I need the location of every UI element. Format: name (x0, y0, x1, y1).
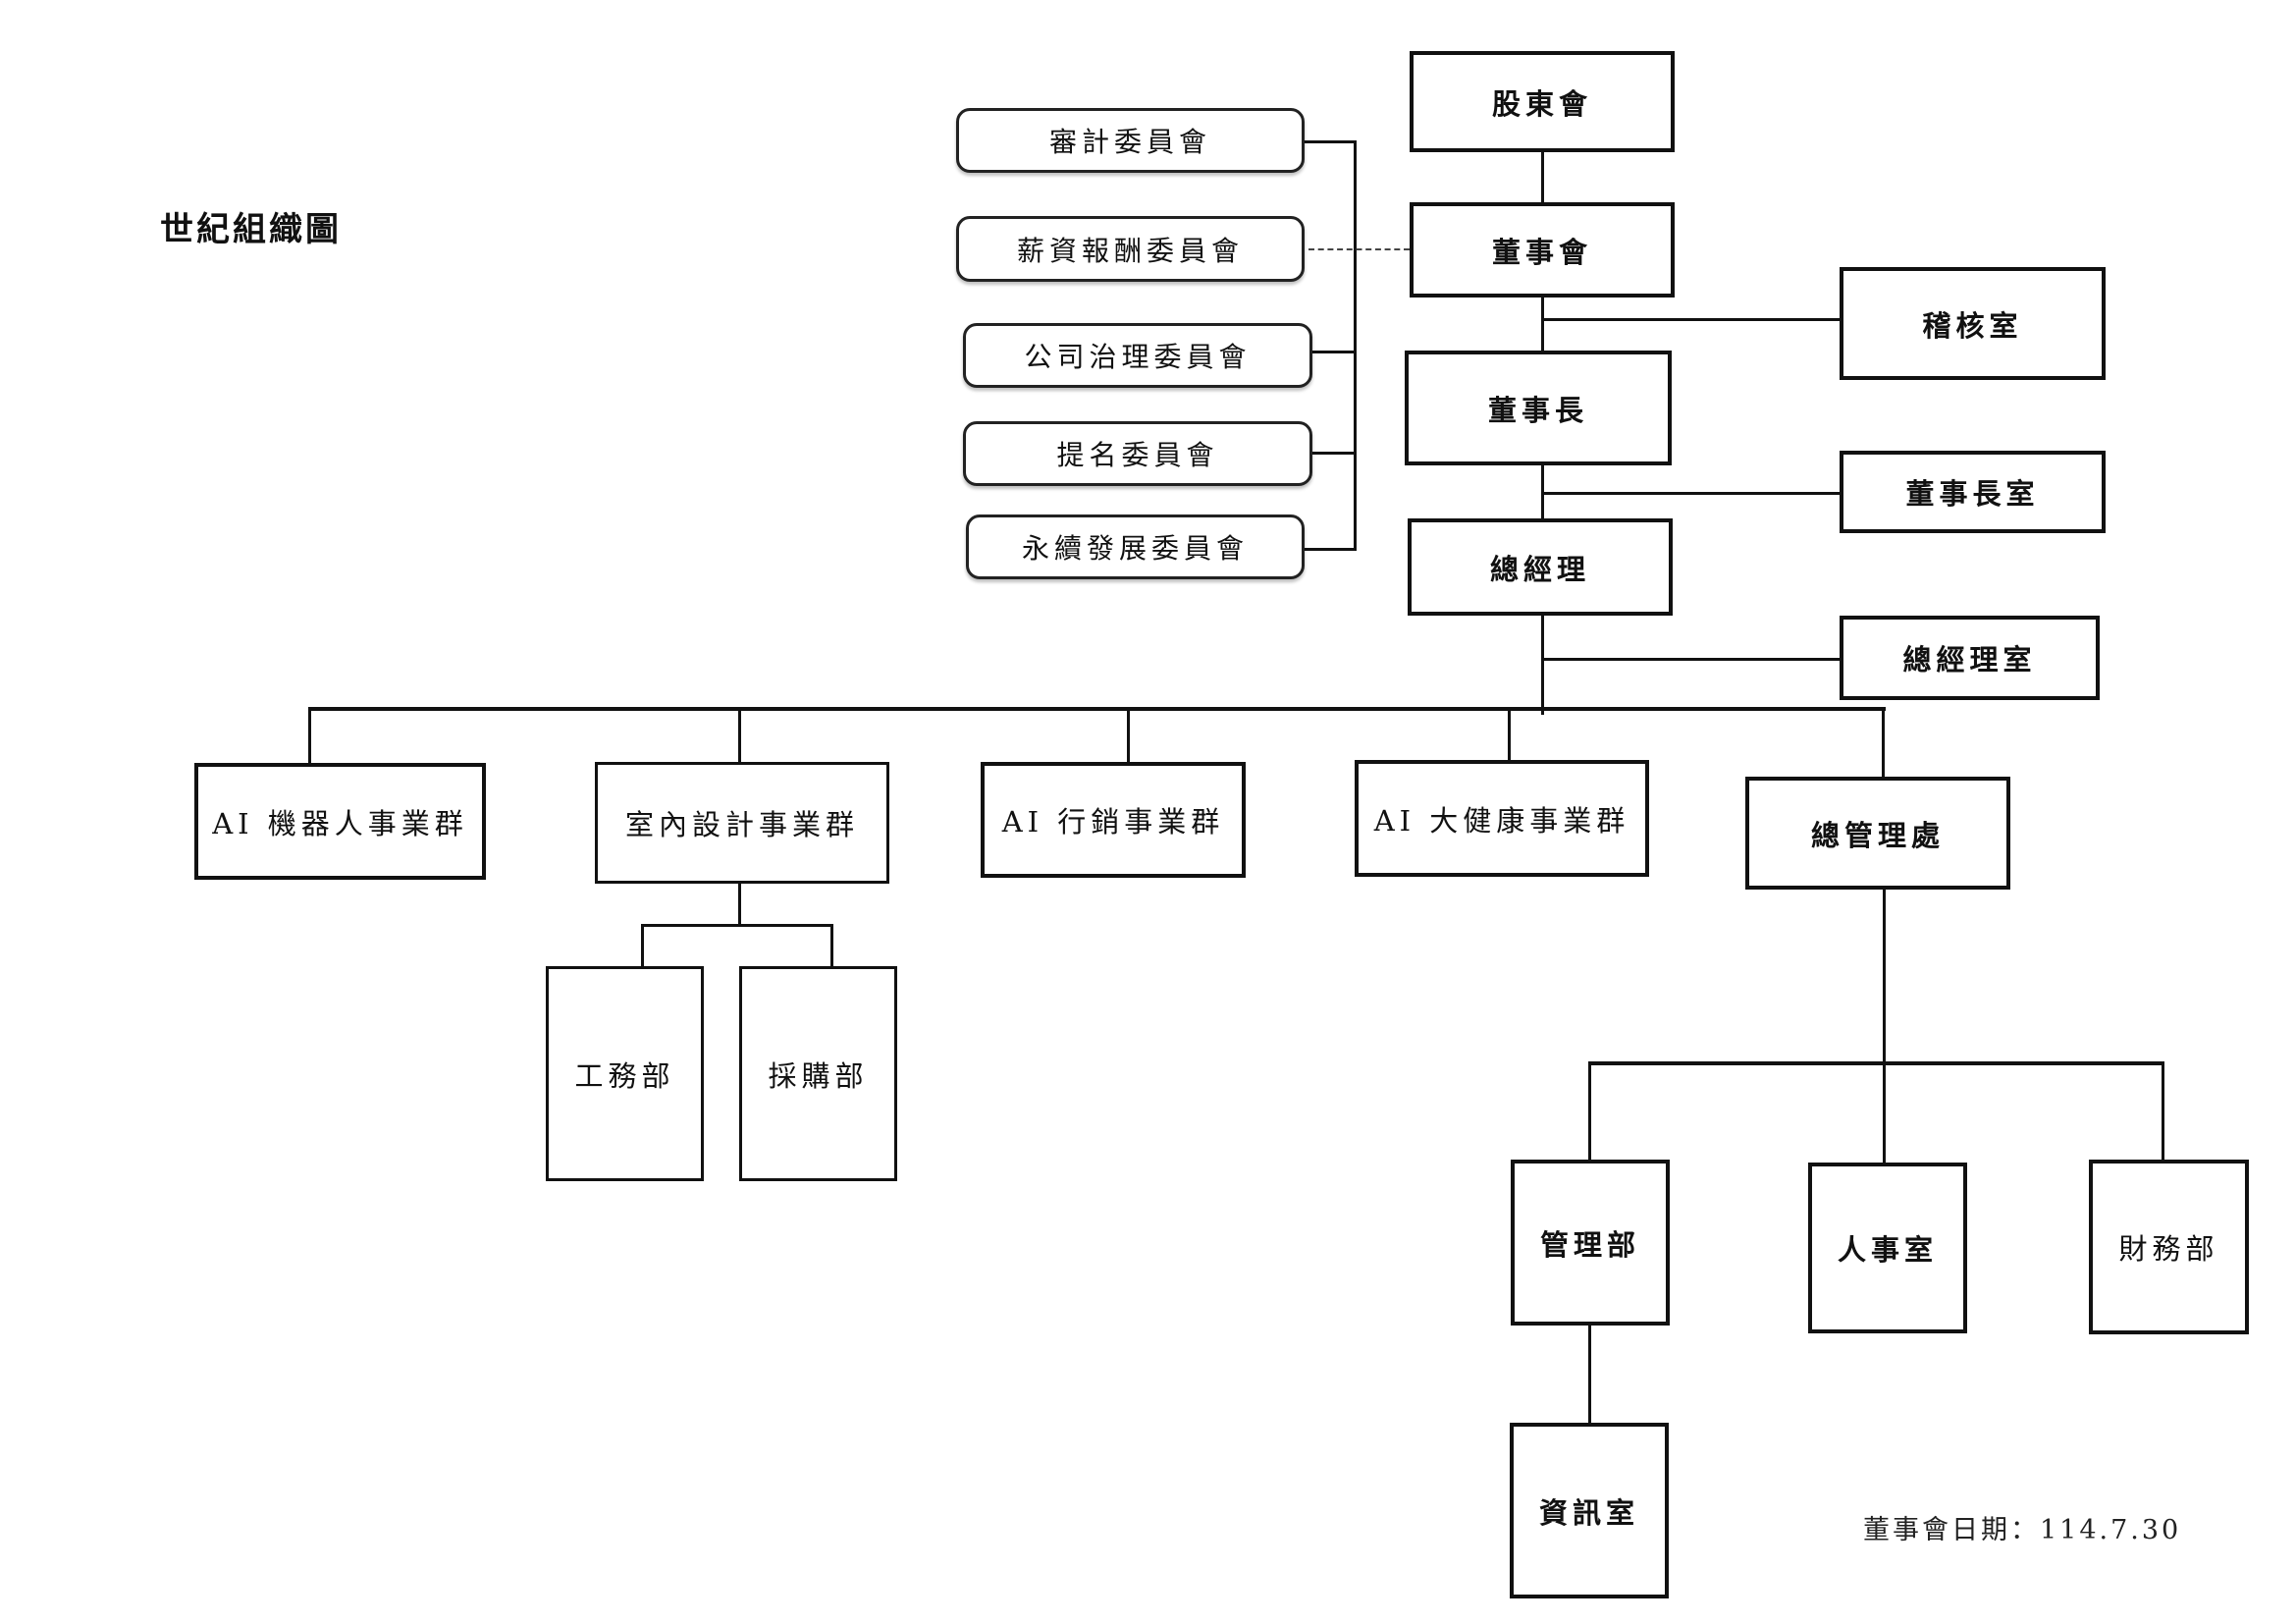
connector (1305, 140, 1356, 143)
connector (1543, 658, 1840, 661)
connector (641, 924, 644, 966)
dept-management[interactable]: 管理部 (1511, 1160, 1670, 1326)
dept-procurement[interactable]: 採購部 (739, 966, 897, 1181)
committee-nomination[interactable]: 提名委員會 (963, 421, 1312, 486)
dept-engineering[interactable]: 工務部 (546, 966, 704, 1181)
committee-governance[interactable]: 公司治理委員會 (963, 323, 1312, 388)
connector (641, 924, 833, 927)
dept-hr[interactable]: 人事室 (1808, 1163, 1967, 1333)
committee-audit[interactable]: 審計委員會 (956, 108, 1305, 173)
group-ai-robotics[interactable]: AI 機器人事業群 (194, 763, 486, 880)
connector (830, 924, 833, 966)
node-president-office[interactable]: 總經理室 (1840, 616, 2100, 700)
group-ai-health[interactable]: AI 大健康事業群 (1355, 760, 1649, 877)
group-general-admin[interactable]: 總管理處 (1745, 777, 2010, 890)
node-chairman[interactable]: 董事長 (1405, 351, 1672, 465)
committee-sustainability[interactable]: 永續發展委員會 (966, 514, 1305, 579)
group-ai-marketing[interactable]: AI 行銷事業群 (981, 762, 1246, 878)
connector (1882, 707, 1885, 777)
node-board[interactable]: 董事會 (1410, 202, 1675, 298)
connector (738, 884, 741, 926)
connector (1305, 548, 1356, 551)
connector (308, 707, 311, 763)
node-chairman-office[interactable]: 董事長室 (1840, 451, 2106, 533)
connector (1883, 890, 1886, 1064)
connector (1883, 1061, 1886, 1163)
group-interior-design[interactable]: 室內設計事業群 (595, 762, 889, 884)
connector (1508, 707, 1511, 760)
connector (308, 707, 1886, 711)
connector (1543, 492, 1840, 495)
connector (1312, 452, 1356, 455)
connector (1588, 1061, 2164, 1065)
node-president[interactable]: 總經理 (1408, 518, 1673, 616)
connector (1312, 351, 1356, 353)
connector (2162, 1061, 2164, 1160)
board-date-label: 董事會日期：114.7.30 (1863, 1515, 2182, 1545)
connector (1588, 1326, 1591, 1423)
committee-remuneration[interactable]: 薪資報酬委員會 (956, 216, 1305, 282)
node-audit-office[interactable]: 稽核室 (1840, 267, 2106, 380)
dept-it[interactable]: 資訊室 (1510, 1423, 1669, 1598)
chart-title: 世紀組織圖 (160, 210, 342, 249)
dept-finance[interactable]: 財務部 (2089, 1160, 2249, 1334)
connector (1588, 1061, 1591, 1160)
node-shareholders[interactable]: 股東會 (1410, 51, 1675, 152)
connector (1543, 318, 1840, 321)
connector (1354, 140, 1357, 551)
connector (738, 707, 741, 762)
connector (1127, 707, 1130, 762)
connector-dashed (1308, 248, 1410, 250)
